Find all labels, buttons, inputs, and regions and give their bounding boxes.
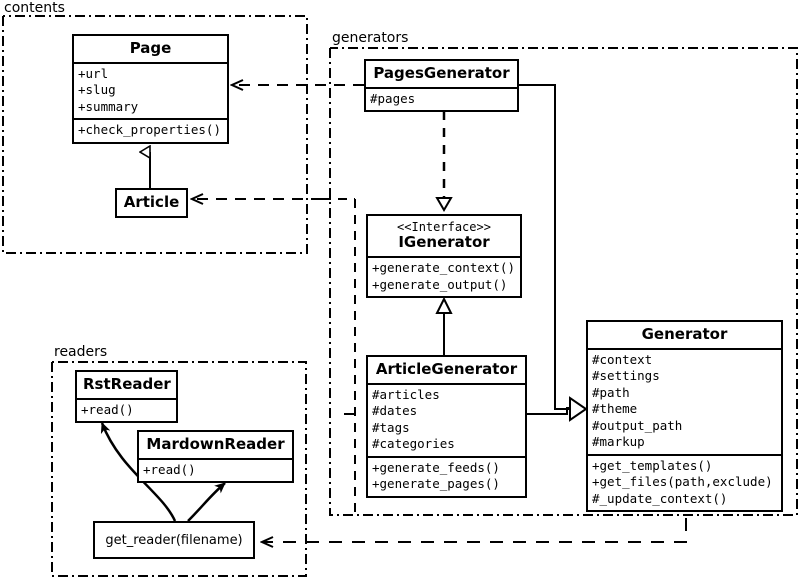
function-box-get-reader[interactable]: get_reader(filename) xyxy=(93,521,255,559)
class-name-article: Article xyxy=(123,193,180,211)
method-row: +generate_context() xyxy=(372,260,515,276)
class-methods-mardownreader: +read() xyxy=(139,457,292,482)
class-box-mardownreader[interactable]: MardownReader +read() xyxy=(137,430,294,484)
class-attributes-articlegenerator: #articles #dates #tags #categories xyxy=(368,382,525,456)
class-box-generator[interactable]: Generator #context #settings #path #them… xyxy=(586,320,783,513)
method-row: +get_files(path,exclude) xyxy=(592,474,773,490)
class-box-articlegenerator[interactable]: ArticleGenerator #articles #dates #tags … xyxy=(366,355,527,498)
class-name-generator: Generator xyxy=(641,325,728,343)
class-name-mardownreader: MardownReader xyxy=(146,435,285,453)
package-label-contents: contents xyxy=(4,0,65,16)
attribute-row: #theme xyxy=(592,401,638,417)
method-row: #_update_context() xyxy=(592,490,728,506)
class-methods-igenerator: +generate_context() +generate_output() xyxy=(368,256,520,296)
relation-getreader-calls-mardownreader xyxy=(187,482,226,522)
class-box-page[interactable]: Page +url +slug +summary +check_properti… xyxy=(72,34,229,144)
class-methods-generator: +get_templates() +get_files(path,exclude… xyxy=(588,453,781,511)
method-row: +read() xyxy=(143,461,196,477)
class-attributes-generator: #context #settings #path #theme #output_… xyxy=(588,347,781,454)
attribute-row: #context xyxy=(592,351,653,367)
method-row: +generate_feeds() xyxy=(372,459,500,475)
relation-pagesgenerator-realizes-igenerator xyxy=(435,111,453,212)
relation-articlegenerator-inherits-igenerator xyxy=(435,296,453,355)
class-box-pagesgenerator[interactable]: PagesGenerator #pages xyxy=(364,59,519,113)
attribute-row: #settings xyxy=(592,368,660,384)
class-stereotype-igenerator: <<Interface>> xyxy=(397,220,491,234)
class-name-igenerator: <<Interface>> IGenerator xyxy=(368,216,520,256)
class-name-text-igenerator: IGenerator xyxy=(398,233,490,252)
attribute-row: #output_path xyxy=(592,417,683,433)
attribute-row: #pages xyxy=(370,90,416,106)
class-box-rstreader[interactable]: RstReader +read() xyxy=(75,370,178,424)
class-box-igenerator[interactable]: <<Interface>> IGenerator +generate_conte… xyxy=(366,214,522,299)
method-row: +generate_output() xyxy=(372,276,508,292)
class-methods-page: +check_properties() xyxy=(74,118,227,142)
class-methods-rstreader: +read() xyxy=(77,397,176,422)
attribute-row: +slug xyxy=(78,82,116,98)
method-row: +check_properties() xyxy=(78,122,221,138)
class-attributes-pagesgenerator: #pages xyxy=(366,86,517,111)
method-row: +get_templates() xyxy=(592,457,713,473)
attribute-row: #dates xyxy=(372,403,418,419)
class-name-articlegenerator: ArticleGenerator xyxy=(375,360,518,378)
attribute-row: #path xyxy=(592,384,630,400)
attribute-row: #tags xyxy=(372,419,410,435)
class-methods-articlegenerator: +generate_feeds() +generate_pages() xyxy=(368,455,525,496)
attribute-row: #categories xyxy=(372,436,455,452)
class-box-article[interactable]: Article xyxy=(115,188,188,218)
method-row: +generate_pages() xyxy=(372,476,500,492)
class-attributes-page: +url +slug +summary xyxy=(74,61,227,119)
attribute-row: #articles xyxy=(372,386,440,402)
relation-articlegenerator-inherits-generator xyxy=(527,396,588,422)
class-name-pagesgenerator: PagesGenerator xyxy=(373,64,510,82)
method-row: +read() xyxy=(81,401,134,417)
attribute-row: +url xyxy=(78,65,109,81)
attribute-row: #markup xyxy=(592,434,645,450)
function-label-get-reader: get_reader(filename) xyxy=(105,532,243,548)
relation-articlegenerator-depends-article xyxy=(192,199,355,415)
package-label-generators: generators xyxy=(332,30,409,46)
class-name-page: Page xyxy=(129,39,172,57)
inner-frame-generators xyxy=(322,198,356,516)
class-name-rstreader: RstReader xyxy=(83,375,171,393)
attribute-row: +summary xyxy=(78,98,139,114)
package-label-readers: readers xyxy=(54,344,108,360)
